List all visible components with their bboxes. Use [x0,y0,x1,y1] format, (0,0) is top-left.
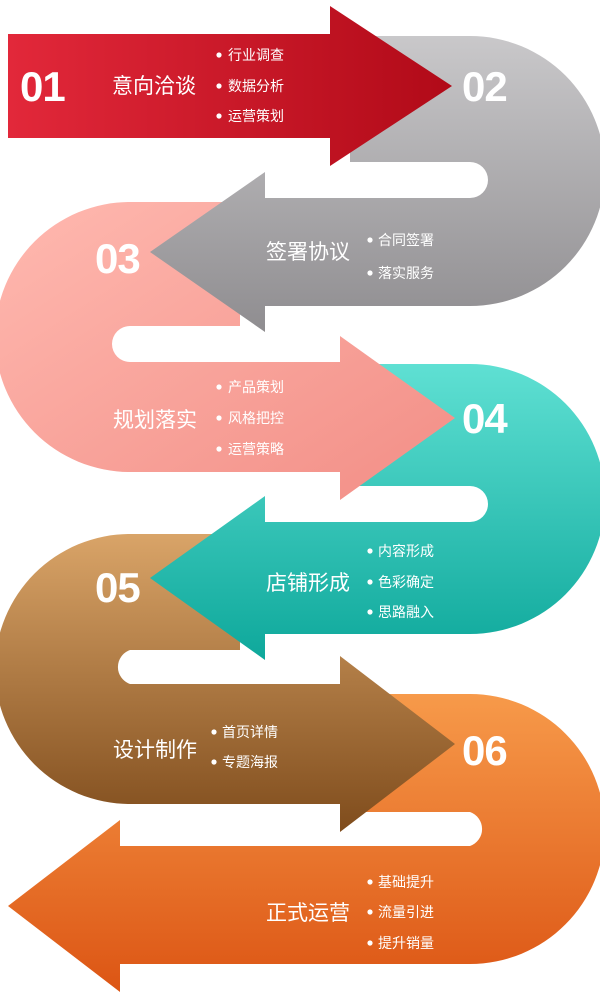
bullet-dot [367,237,373,243]
list-item: 提升销量 [378,936,434,952]
step-5-number: 05 [95,564,140,611]
step-1-items: 行业调查 数据分析 运营策划 [216,48,284,125]
list-item: 合同签署 [378,232,434,249]
list-item: 产品策划 [228,379,284,396]
list-item: 基础提升 [378,874,434,891]
bullet-dot [367,579,373,585]
list-item: 运营策划 [228,108,284,125]
bullet-dot [367,270,373,276]
list-item: 首页详情 [222,725,278,741]
step-3-number: 03 [95,235,140,282]
list-item: 风格把控 [228,411,284,427]
step-5-shape [0,534,455,832]
step-1-title: 意向洽谈 [112,74,196,98]
step-2-items: 合同签署 落实服务 [367,232,434,282]
bullet-dot [216,446,222,452]
list-item: 运营策略 [228,441,284,458]
step-1-number: 01 [20,63,65,110]
step-6-shape [8,694,600,992]
step-5-title: 设计制作 [113,738,197,762]
step-6-items: 基础提升 流量引进 提升销量 [367,874,434,952]
bullet-dot [367,548,373,554]
step-3-shape [0,202,455,500]
list-item: 行业调查 [228,48,284,64]
step-4-shape [150,364,600,660]
list-item: 内容形成 [378,543,434,560]
step-2-title: 签署协议 [266,240,350,264]
bullet-dot [367,909,373,915]
step-2-number: 02 [462,63,507,110]
bullet-dot [216,384,222,390]
list-item: 色彩确定 [378,574,434,591]
bullet-dot [216,415,222,421]
list-item: 落实服务 [378,266,434,282]
list-item: 思路融入 [378,605,434,621]
bullet-dot [216,113,222,119]
list-item: 流量引进 [378,905,434,921]
step-1-shape [8,6,452,166]
step-4-title: 店铺形成 [266,571,350,595]
bullet-dot [211,759,217,765]
step-4-number: 04 [462,395,508,442]
step-5-items: 首页详情 专题海报 [211,725,278,771]
step-6-title: 正式运营 [266,901,350,925]
step-3-items: 产品策划 风格把控 运营策略 [216,379,284,458]
bullet-dot [211,729,217,735]
step-4-items: 内容形成 色彩确定 思路融入 [367,543,434,621]
list-item: 专题海报 [222,755,278,771]
bullet-dot [367,940,373,946]
list-item: 数据分析 [228,79,284,95]
step-2-shape [150,36,600,332]
step-3-title: 规划落实 [113,408,197,432]
bullet-dot [367,609,373,615]
bullet-dot [367,879,373,885]
step-6-number: 06 [462,727,507,774]
bullet-dot [216,52,222,58]
bullet-dot [216,83,222,89]
